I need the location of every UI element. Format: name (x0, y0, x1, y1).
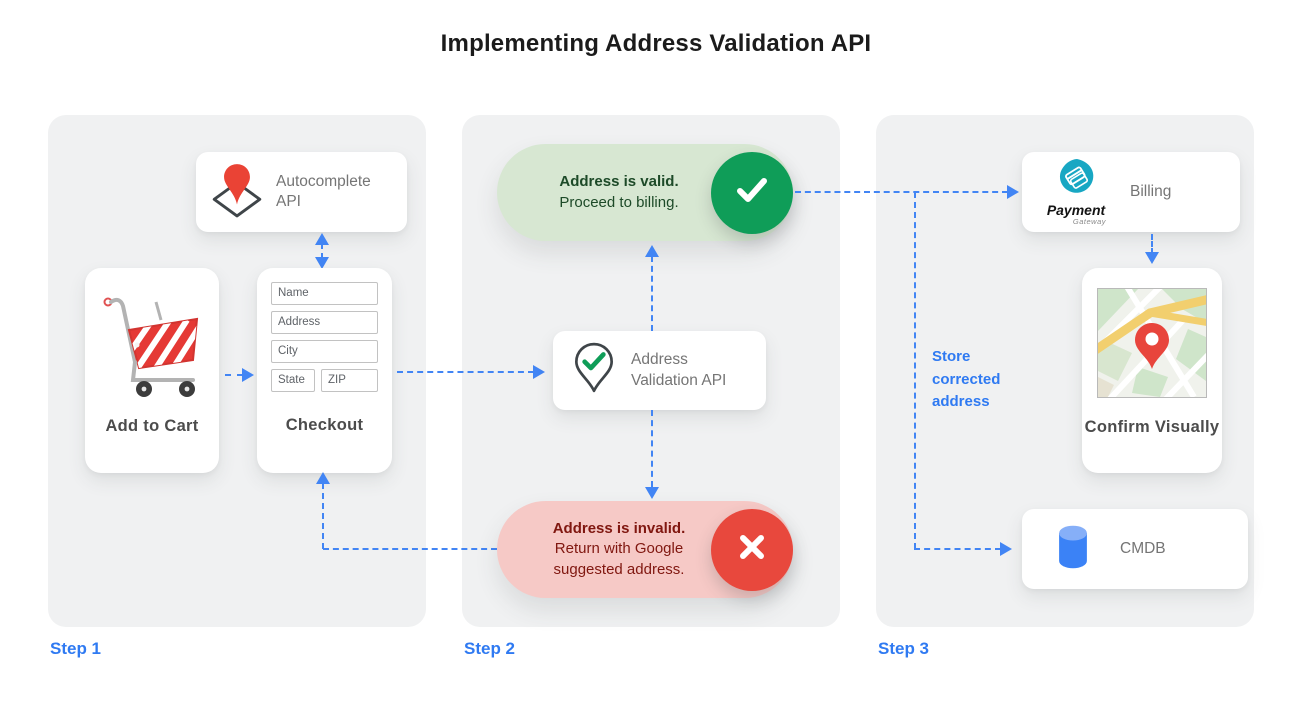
arrow-cart-to-checkout-head (242, 368, 254, 382)
arrow-invalid-return-head (316, 472, 330, 484)
autocomplete-api-label: Autocomplete API (276, 172, 371, 210)
validation-pin-icon (569, 341, 619, 400)
payment-logo-title: Payment (1046, 202, 1106, 218)
arrow-store-hline (914, 548, 1001, 550)
checkout-label: Checkout (285, 416, 364, 434)
state-field[interactable]: State (271, 369, 315, 392)
arrow-valid-to-billing-line (795, 191, 1008, 193)
add-to-cart-label: Add to Cart (105, 417, 199, 435)
arrow-checkout-to-validation-head (533, 365, 545, 379)
shopping-cart-icon (85, 288, 219, 405)
add-to-cart-card: Add to Cart (85, 268, 219, 473)
arrow-validation-to-valid-line (651, 256, 653, 331)
city-field[interactable]: City (271, 340, 378, 363)
arrow-invalid-return-hline (323, 548, 497, 550)
autocomplete-api-card: Autocomplete API (196, 152, 407, 232)
zip-field[interactable]: ZIP (321, 369, 378, 392)
arrow-billing-to-confirm-line (1151, 234, 1153, 254)
store-corrected-address-note: Store corrected address (932, 348, 1001, 410)
arrow-validation-to-valid-head (645, 245, 659, 257)
arrow-validation-to-invalid-head (645, 487, 659, 499)
step3-label: Step 3 (878, 639, 930, 658)
arrow-validation-to-invalid-line (651, 410, 653, 487)
arrow-store-vline (914, 192, 916, 549)
page-title: Implementing Address Validation API (440, 30, 872, 57)
arrow-valid-to-billing-head (1007, 185, 1019, 199)
arrow-billing-to-confirm-head (1145, 252, 1159, 264)
billing-label: Billing (1130, 182, 1172, 200)
address-invalid-pill: Address is invalid. Return with Google s… (497, 501, 793, 598)
step1-label: Step 1 (50, 639, 102, 658)
autocomplete-checkout-double-arrow-icon (315, 233, 329, 274)
name-field[interactable]: Name (271, 282, 378, 305)
arrow-invalid-return-vline (322, 483, 324, 549)
arrow-cart-to-checkout-line (225, 374, 243, 376)
invalid-title: Address is invalid. (552, 520, 686, 538)
invalid-subtitle: Return with Google suggested address. (553, 540, 685, 578)
invalid-x-circle (711, 508, 793, 591)
valid-subtitle: Proceed to billing. (559, 193, 679, 211)
autocomplete-pin-icon (208, 161, 266, 224)
payment-logo-subtitle: Gateway (1072, 217, 1106, 226)
x-icon (730, 525, 774, 574)
map-image (1089, 280, 1213, 404)
valid-check-circle (711, 151, 793, 234)
cmdb-label: CMDB (1120, 539, 1166, 557)
step2-label: Step 2 (464, 639, 516, 658)
confirm-visually-card: Confirm Visually (1082, 268, 1222, 473)
confirm-visually-label: Confirm Visually (1084, 418, 1220, 436)
checkout-card: Name Address City State ZIP Checkout (257, 268, 392, 473)
address-field[interactable]: Address (271, 311, 378, 334)
database-icon (1048, 520, 1098, 579)
valid-title: Address is valid. (559, 173, 679, 191)
address-valid-pill: Address is valid. Proceed to billing. (497, 144, 793, 241)
address-validation-api-card: Address Validation API (553, 331, 766, 410)
billing-card: Payment Gateway Billing (1022, 152, 1240, 232)
arrow-store-head (1000, 542, 1012, 556)
check-icon (729, 167, 775, 218)
address-validation-api-label: Address Validation API (631, 351, 727, 389)
cmdb-card: CMDB (1022, 509, 1248, 589)
payment-gateway-logo: Payment Gateway (1040, 158, 1112, 226)
arrow-checkout-to-validation-line (397, 371, 534, 373)
